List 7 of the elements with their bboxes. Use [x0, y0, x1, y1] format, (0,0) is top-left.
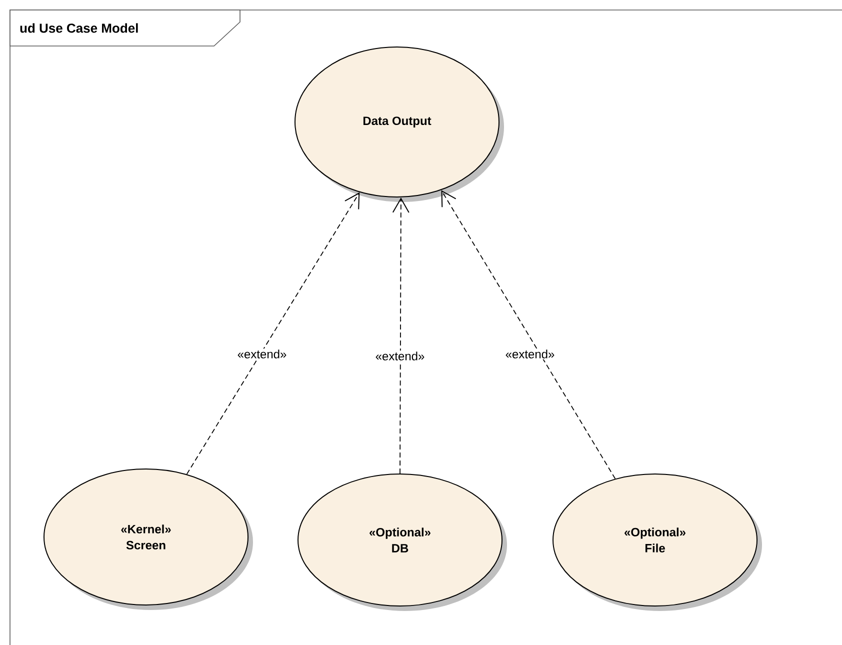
frame-title-tab: ud Use Case Model [10, 10, 240, 46]
edge-label: «extend» [504, 348, 556, 360]
extend-arrow [186, 192, 360, 475]
edge-label: «extend» [374, 350, 426, 362]
extend-arrow [392, 197, 410, 474]
edge-label: «extend» [236, 348, 288, 360]
extend-arrow [441, 190, 616, 480]
